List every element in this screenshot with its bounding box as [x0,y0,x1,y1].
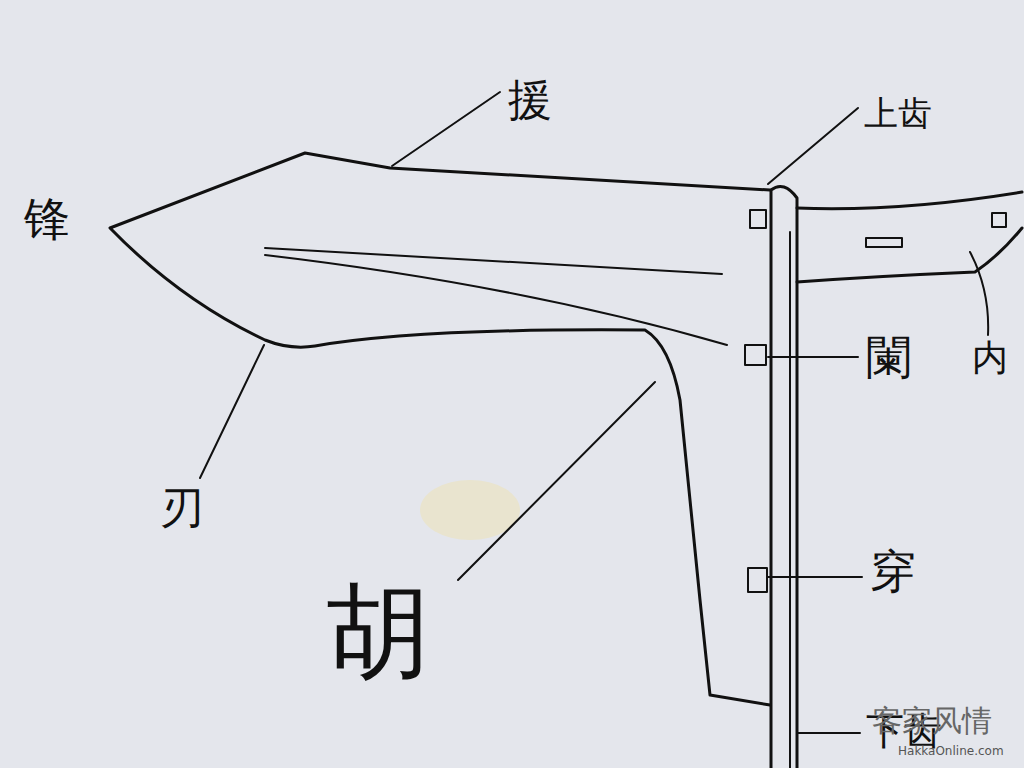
leader-line [768,108,858,184]
midrib-line [265,248,722,274]
part-label: 上齿 [864,96,932,130]
part-label: 刃 [160,486,204,530]
leader-line [392,92,500,166]
part-label: 穿 [870,548,916,594]
haft-outline [771,186,797,768]
hole [866,238,902,247]
part-label: 援 [508,78,552,122]
part-label: 闌 [866,334,912,380]
leader-line [970,252,988,335]
leader-line [798,732,860,734]
watermark: HakkaOnline.com [898,745,1004,757]
midrib-line [265,255,727,345]
tang-outline [797,192,1022,282]
hole [748,568,767,592]
leader-line [768,576,862,578]
paper-stain [420,480,520,540]
blade-outline [110,153,770,705]
haft-inner-line [789,232,791,768]
watermark: 客家风情 [872,706,992,736]
hole [745,345,766,365]
leader-line [200,345,264,478]
part-label: 锋 [24,196,70,242]
hole [992,213,1006,227]
leader-line [458,382,655,580]
part-label: 胡 [326,580,430,684]
hole [750,210,766,228]
leader-line [768,356,858,358]
part-label: 内 [972,340,1008,376]
